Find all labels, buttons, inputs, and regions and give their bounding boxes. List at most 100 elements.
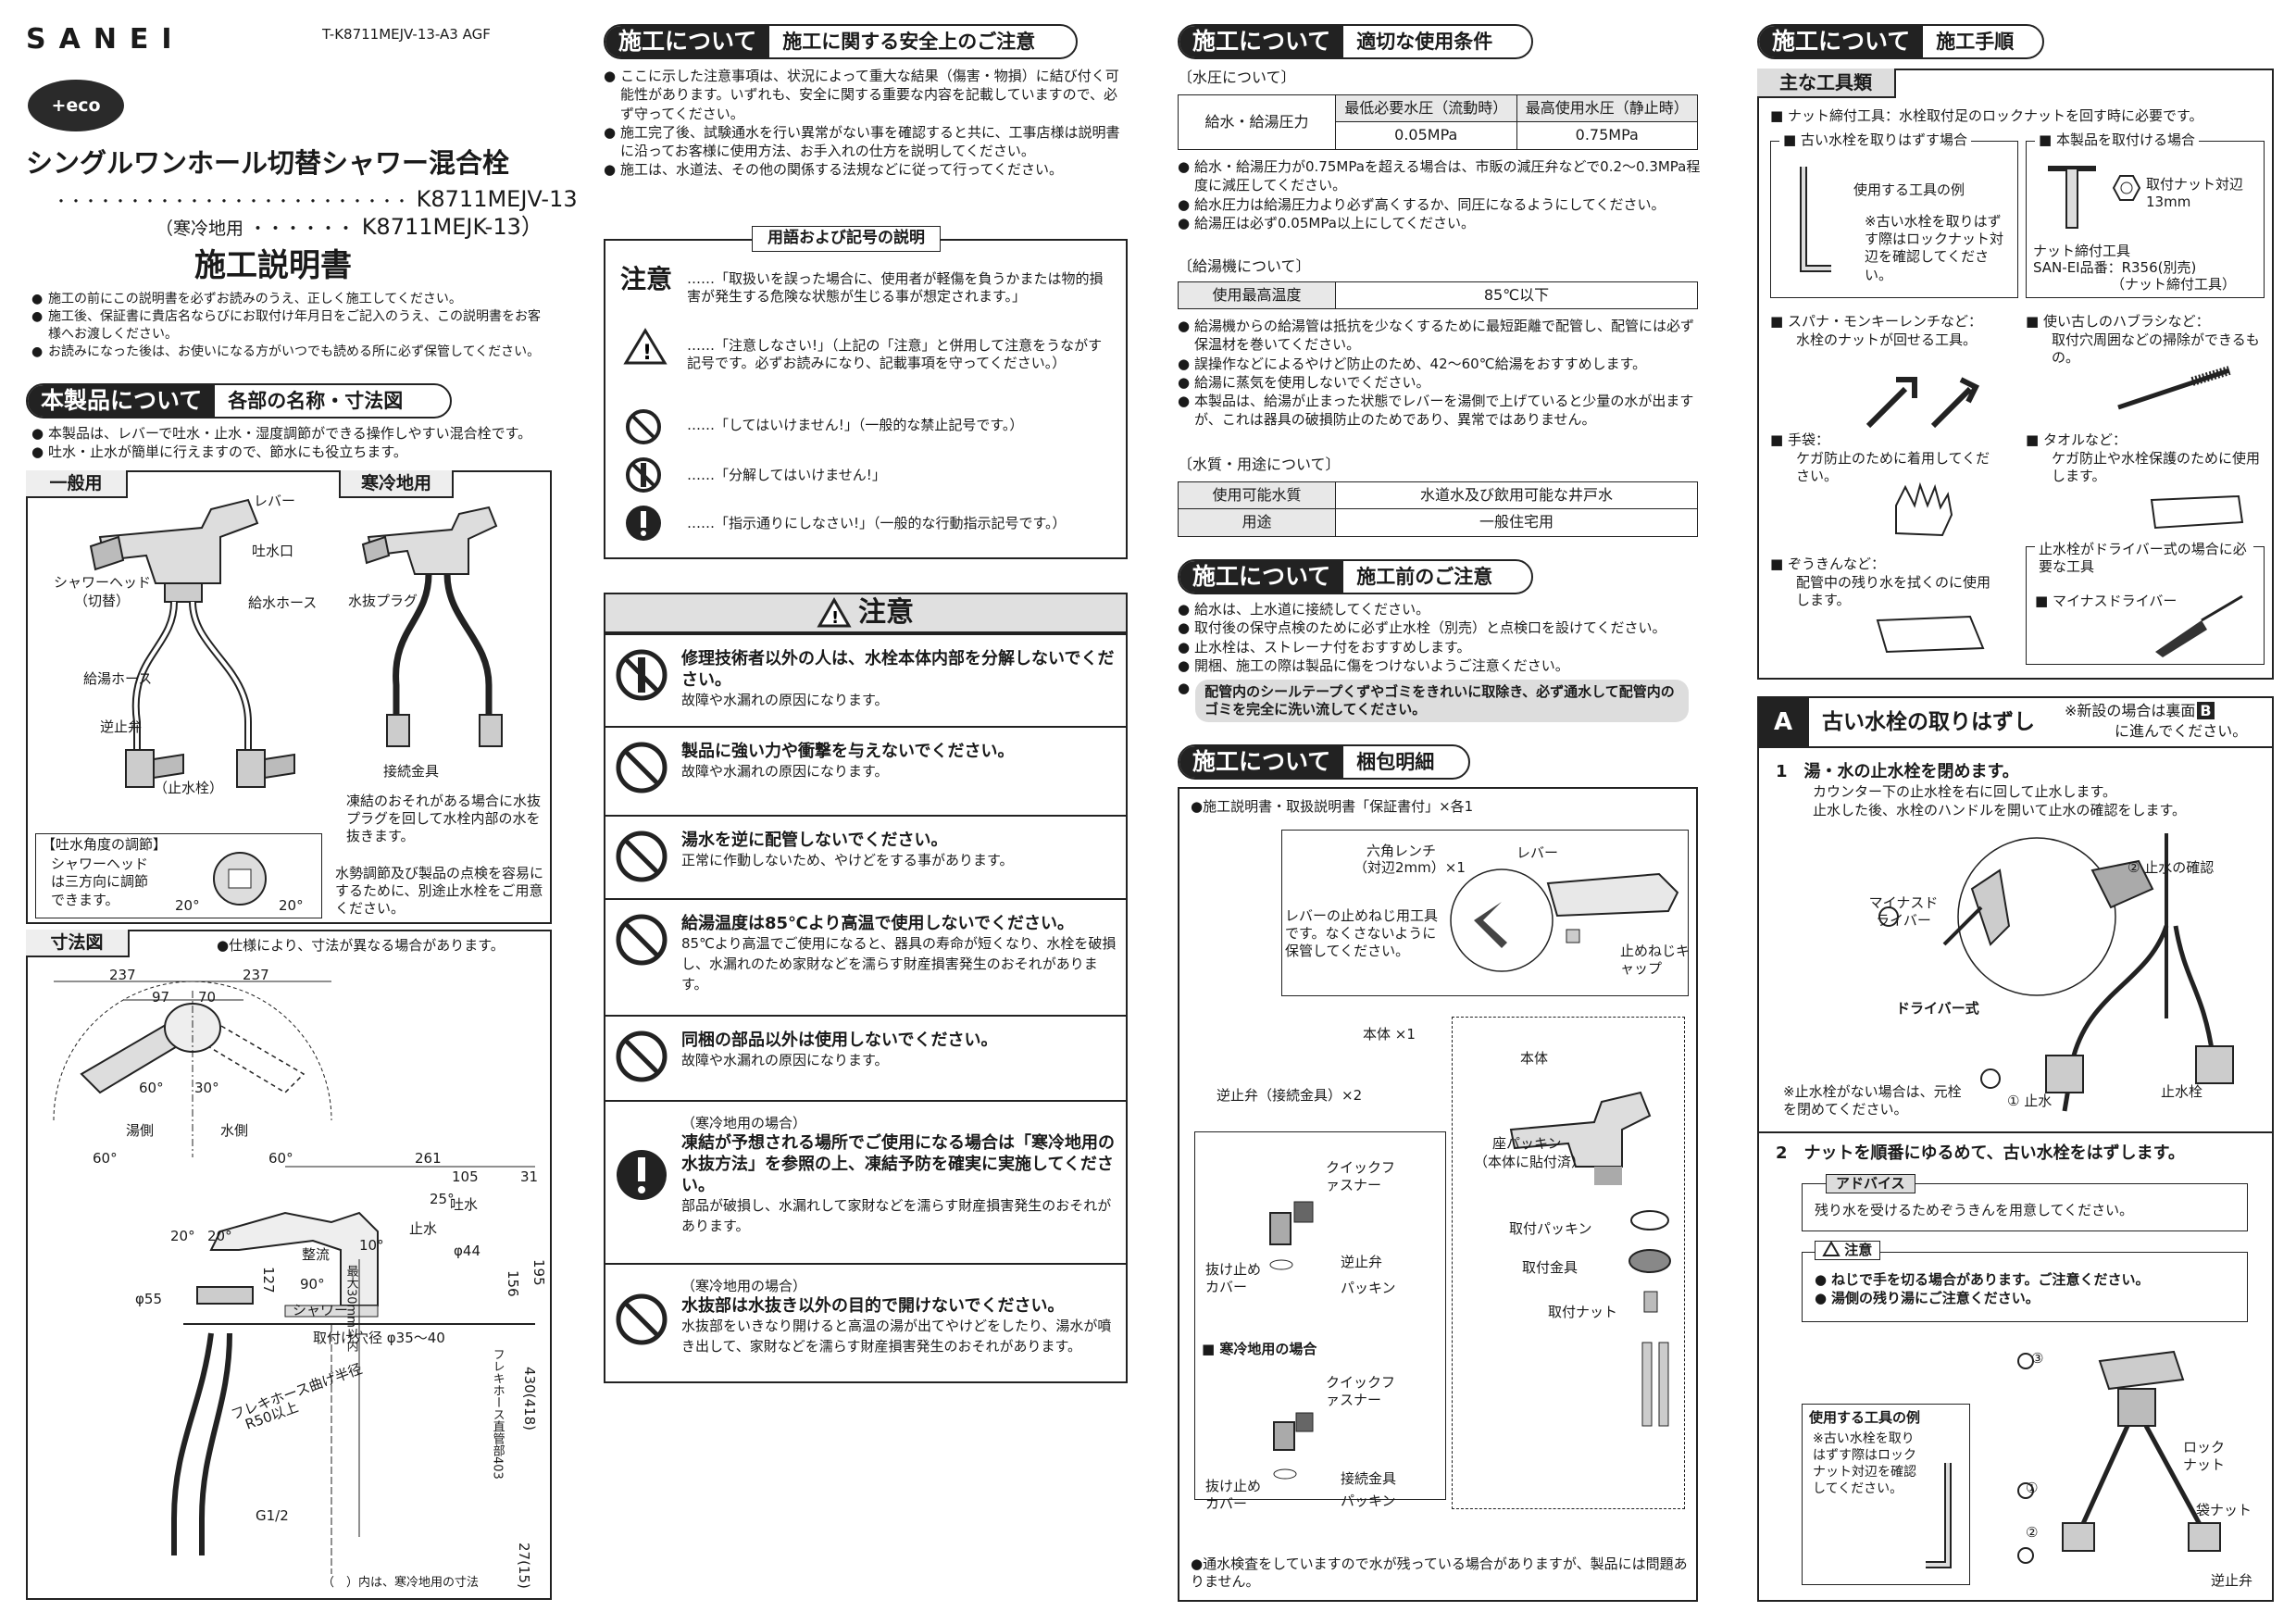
brush-icon <box>2117 366 2231 410</box>
lbl-joint: 接続金具 <box>383 763 440 780</box>
driver-label: ■ マイナスドライバー <box>2035 593 2177 609</box>
tools-title: 主な工具類 <box>1757 69 1896 98</box>
divider <box>1757 1131 2274 1133</box>
column-conditions: 施工について適切な使用条件 〔水圧について〕 給水・給湯圧力最低必要水圧（流動時… <box>1178 0 1707 1624</box>
pk-bottom: ●通水検査をしていますので水が残っている場合がありますが、製品には問題ありません… <box>1191 1555 1688 1591</box>
cold-joint-drawing <box>1273 1412 1314 1480</box>
step-2: 2 ナットを順番にゆるめて、古い水栓をはずします。 <box>1776 1143 2185 1163</box>
dim-stop: 止水 <box>409 1220 438 1237</box>
pk-body-count: 本体 ×1 <box>1363 1026 1416 1043</box>
dim-90: 90° <box>300 1276 325 1293</box>
lbl-stop-valve: （止水栓） <box>154 780 224 796</box>
dim-261: 261 <box>415 1150 442 1167</box>
caution-small-box <box>1802 1252 2248 1322</box>
dim-31: 31 <box>520 1168 539 1185</box>
pk-quick-fastener-2: クイックファスナー <box>1326 1374 1396 1409</box>
section-header-pre: 施工について施工前のご注意 <box>1178 559 1533 594</box>
rag-title: ■ ぞうきんなど： <box>1770 556 1885 572</box>
pk-seat: 座パッキン <box>1492 1135 1562 1152</box>
section-a-box <box>1757 696 2274 1602</box>
lbl-confirm: ② 止水の確認 <box>2128 859 2215 876</box>
general-diagram <box>26 470 552 924</box>
pre-note: 取付後の保守点検のために必ず止水栓（別売）と点検口を設けてください。 <box>1178 618 1705 637</box>
pre-note: 給水は、上水道に接続してください。 <box>1178 600 1705 618</box>
dim-127: 127 <box>260 1267 278 1293</box>
model-line-2: （寒冷地用 ・・・・・・ K8711MEJK-13） <box>156 214 543 240</box>
package-box <box>1178 787 1698 1602</box>
general-label: 一般用 <box>26 470 128 498</box>
pk-cover: 抜け止めカバー <box>1205 1261 1262 1296</box>
pk-joint: 接続金具 <box>1341 1470 1397 1487</box>
dim-shower: シャワー <box>293 1302 349 1318</box>
prohibit-icon <box>616 914 668 966</box>
rag-icon <box>1876 615 1985 654</box>
flow-note: 水勢調節及び製品の点検を容易にするために、別途止水栓をご用意ください。 <box>335 865 544 918</box>
dim-rect: 整流 <box>302 1246 331 1263</box>
angle-20a: 20° <box>175 897 200 914</box>
pre-notes: 給水は、上水道に接続してください。 取付後の保守点検のために必ず止水栓（別売）と… <box>1178 600 1705 675</box>
pk-mounting-packing: 取付パッキン <box>1509 1220 1592 1237</box>
lbl-minus-driver: マイナスドライバー <box>1868 894 1939 930</box>
wp-note: 給湯圧は必ず0.05MPa以上にしてください。 <box>1178 214 1702 232</box>
wp-note: 給水・給湯圧力が0.75MPaを超える場合は、市販の減圧弁などで0.2～0.3M… <box>1178 157 1702 195</box>
top-view-drawing <box>53 981 332 1157</box>
dim-g12: G1/2 <box>256 1507 289 1524</box>
tool-example-box <box>1802 1404 1970 1585</box>
lbl-check-valve: 逆止弁 <box>100 718 143 735</box>
intro-notes: 施工の前にこの説明書を必ずお読みのうえ、正しく施工してください。 施工後、保証書… <box>31 291 550 361</box>
warning-triangle-icon: ! <box>623 328 668 365</box>
water-quality-label: 〔水質・用途について〕 <box>1178 456 1341 473</box>
doc-code: T-K8711MEJV-13-A3 AGF <box>322 26 491 43</box>
dim-hole: 取付け穴径 φ35～40 <box>313 1330 445 1346</box>
caution-item: 製品に強い力や衝撃を与えないでください。故障や水漏れの原因になります。 <box>605 726 1126 815</box>
nut-tool-line: ■ ナット締付工具：水栓取付足のロックナットを回す時に必要です。 <box>1770 107 2203 124</box>
dim-55: φ55 <box>135 1291 162 1307</box>
angle-text: シャワーヘッドは三方向に調節できます。 <box>51 856 149 908</box>
safety-item: 施工は、水道法、その他の関係する法規などに従って行ってください。 <box>604 160 1122 179</box>
wq-label: 用途 <box>1178 508 1336 537</box>
lbl-n2: ② <box>2026 1524 2039 1541</box>
dim-27: 27(15) <box>516 1543 533 1589</box>
pk-check-box <box>1194 1131 1446 1500</box>
brush-desc: 取付穴周囲などの掃除ができるもの。 <box>2052 331 2260 367</box>
hw-note: 給湯機からの給湯管は抵抗を少なくするために最短距離で配管し、配管には必ず保温材を… <box>1178 317 1702 355</box>
lbl-spout: 吐水口 <box>252 543 294 559</box>
manual-title: 施工説明書 <box>194 247 352 284</box>
pk-packing-2: パッキン <box>1341 1493 1396 1509</box>
old-tool-ex2: ※古い水栓を取りはずす際はロックナット対辺を確認してください。 <box>1865 213 2004 283</box>
section-header-conditions: 施工について適切な使用条件 <box>1178 24 1533 59</box>
section-a-title: 古い水栓の取りはずし <box>1822 710 2035 734</box>
svg-text:!: ! <box>831 608 839 628</box>
svg-text:!: ! <box>643 342 652 365</box>
pre-gray-note: ●配管内のシールテープくずやゴミをきれいに取除き、必ず通水して配管内のゴミを完全… <box>1178 680 1689 723</box>
column-product: SANEI T-K8711MEJV-13-A3 AGF +eco シングルワンホ… <box>26 0 578 1624</box>
feature: 吐水・止水が簡単に行えますので、節水にも役立ちます。 <box>31 443 559 461</box>
nut-label: 取付ナット対辺13mm <box>2146 176 2244 211</box>
tools-box <box>1757 69 2274 680</box>
lbl-no-stop-valve: ※止水栓がない場合は、元栓を閉めてください。 <box>1783 1083 1962 1118</box>
advice-box <box>1802 1183 2248 1231</box>
cold-note: 凍結のおそれがある場合に水抜プラグを回して水栓内部の水を抜きます。 <box>346 793 542 845</box>
wp-notes: 給水・給湯圧力が0.75MPaを超える場合は、市販の減圧弁などで0.2～0.3M… <box>1178 157 1702 232</box>
caution-small-list: ねじで手を切る場合があります。ご注意ください。 湯側の残り湯にご注意ください。 <box>1815 1270 2240 1308</box>
safety-item: 施工完了後、試験通水を行い異常がない事を確認すると共に、工事店様は説明書に沿って… <box>604 123 1122 161</box>
spanner-title: ■ スパナ・モンキーレンチなど： <box>1770 313 1982 330</box>
note: お読みになった後は、お使いになる方がいつでも読める所に必ず保管してください。 <box>31 344 550 361</box>
term-3: ……「してはいけません!」（一般的な禁止記号です。） <box>687 417 1024 433</box>
dim-spout: 吐水 <box>450 1196 479 1213</box>
dim-30: 30° <box>194 1080 219 1096</box>
dim-20a: 20° <box>170 1228 195 1244</box>
dim-10: 10° <box>359 1237 384 1254</box>
advice-title: アドバイス <box>1826 1174 1915 1194</box>
pre-note: 開梱、施工の際は製品に傷をつけないようご注意ください。 <box>1178 656 1705 675</box>
dim-70: 70 <box>198 989 217 1006</box>
feature-list: 本製品は、レバーで吐水・止水・湿度調節ができる操作しやすい混合栓です。 吐水・止… <box>31 424 559 462</box>
hex-nut-icon <box>2112 175 2141 201</box>
lbl-hot-hose: 給湯ホース <box>83 670 153 687</box>
angle-20b: 20° <box>279 897 304 914</box>
term-2: ……「注意しなさい!」（上記の「注意」と併用して注意をうながす記号です。必ずお読… <box>687 337 1103 372</box>
dim-60b: 60° <box>93 1150 118 1167</box>
check-valve-drawing <box>1269 1201 1314 1270</box>
